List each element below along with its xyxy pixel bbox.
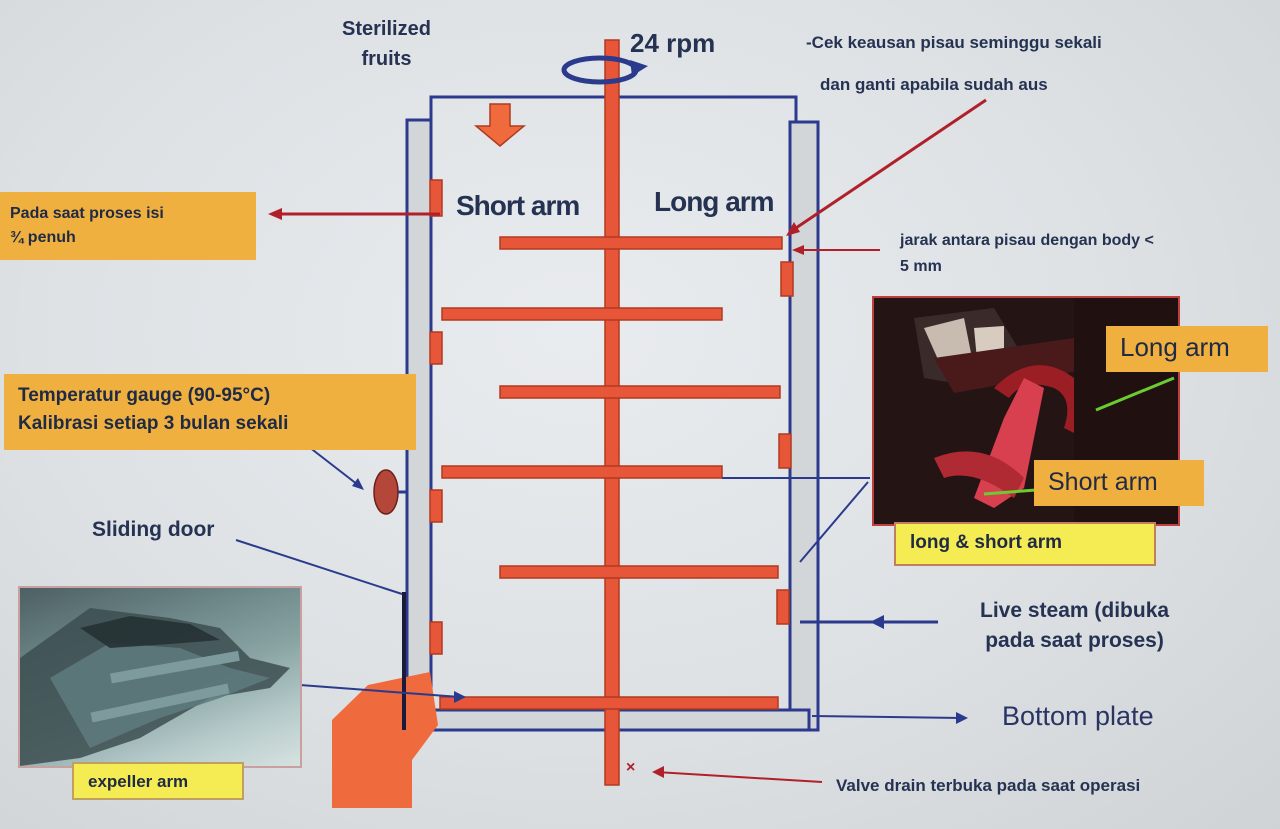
stationary-arm [429,621,443,655]
stationary-arm [778,433,792,469]
rpm-label: 24 rpm [630,28,716,58]
expeller-arm-image [20,608,290,766]
process-fill-line2: ¾ penuh [10,229,76,246]
stirring-arm [499,236,783,250]
pointer-bottom-plate [811,715,963,719]
long-arm-label: Long arm [654,186,775,217]
feed-arrow [473,103,527,147]
stirring-arm [441,307,723,321]
process-fill-box: Pada saat proses isi ¾ penuh [0,192,256,260]
long-short-arm-caption: long & short arm [894,522,1156,566]
stationary-arm [776,589,790,625]
photo-long-arm-label: Long arm [1106,326,1268,372]
bottom-plate-label: Bottom plate [1002,701,1154,731]
pointer-knife-wear [789,98,987,234]
stirring-arm [441,465,723,479]
pointer-sliding-door [235,539,403,595]
live-steam-line2: pada saat proses) [985,629,1164,652]
knife-gap-line1: jarak antara pisau dengan body < [900,232,1154,249]
knife-gap-line2: 5 mm [900,258,942,275]
discharge-chute [332,672,438,808]
central-shaft [604,39,620,786]
sterilized-fruits-line2: fruits [361,48,412,70]
process-fill-line1: Pada saat proses isi [10,205,164,222]
knife-check-line1: -Cek keausan pisau seminggu sekali [806,33,1102,52]
pointer-valve-drain [655,771,823,783]
stationary-arm [429,489,443,523]
stationary-arm [780,261,794,297]
stirring-arm [499,565,779,579]
sliding-door-label: Sliding door [92,518,215,541]
stirring-arm [499,385,781,399]
pointer-expeller-arm [299,684,461,698]
svg-text:×: × [626,759,635,776]
expeller-arm-photo [18,586,302,768]
short-arm-label: Short arm [456,190,580,221]
bottom-plate [429,708,811,732]
knife-gap-note: jarak antara pisau dengan body < 5 mm [900,228,1154,280]
live-steam-label: Live steam (dibuka pada saat proses) [980,596,1169,656]
valve-drain-label: Valve drain terbuka pada saat operasi [836,776,1141,795]
temp-gauge-box: Temperatur gauge (90-95°C) Kalibrasi set… [4,374,416,450]
expeller-arm-caption: expeller arm [72,762,244,800]
rotation-arrow [561,55,639,85]
knife-check-line2: dan ganti apabila sudah aus [820,75,1048,94]
stationary-arm [429,179,443,217]
live-steam-line1: Live steam (dibuka [980,599,1170,622]
temp-gauge-line1: Temperatur gauge (90-95°C) [18,385,271,406]
expeller-arm-bar [439,696,779,710]
right-wall [788,120,820,732]
photo-short-arm-label: Short arm [1034,460,1204,506]
knife-check-note: -Cek keausan pisau seminggu sekali dan g… [806,22,1102,106]
temp-gauge-line2: Kalibrasi setiap 3 bulan sekali [18,413,289,434]
sterilized-fruits-line1: Sterilized [342,18,431,40]
stationary-arm [429,331,443,365]
temperature-gauge [373,469,399,515]
sterilized-fruits-label: Sterilized fruits [342,14,431,74]
